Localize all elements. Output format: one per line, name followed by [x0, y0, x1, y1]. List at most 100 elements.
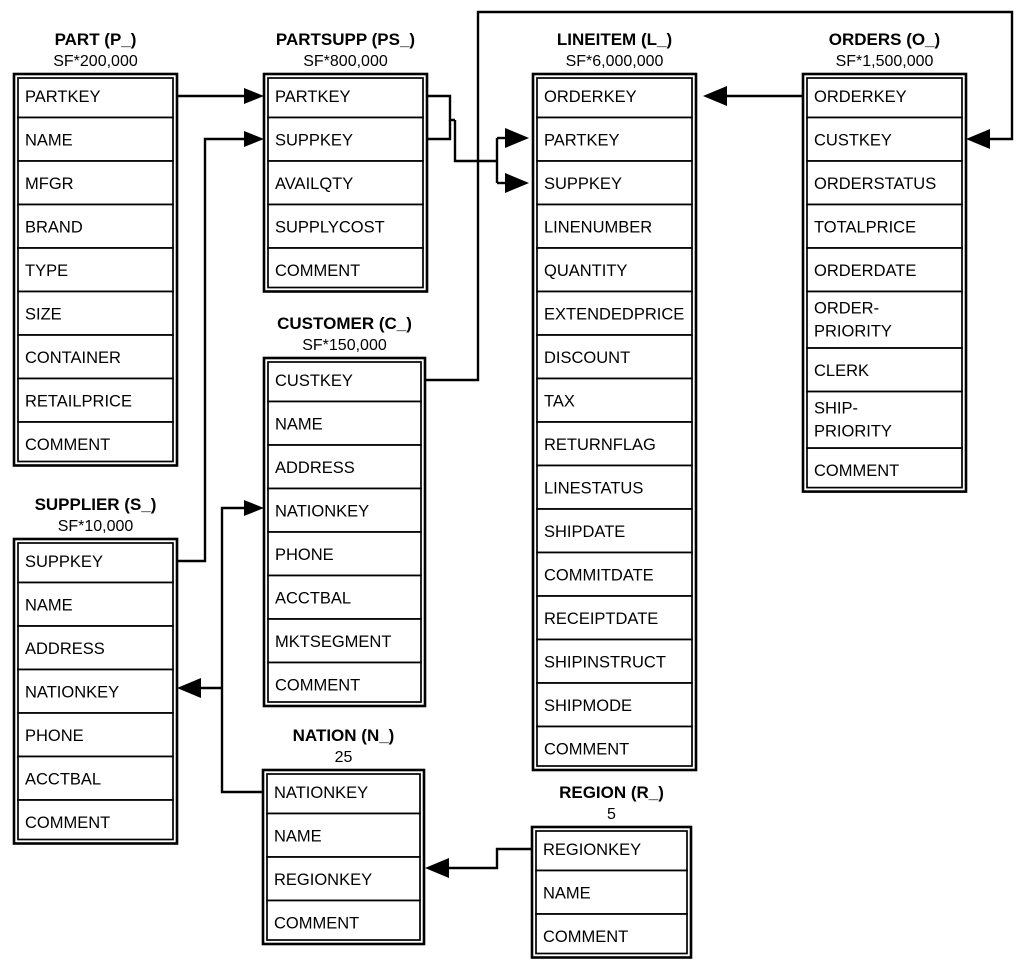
table-part: PART (P_)SF*200,000PARTKEYNAMEMFGRBRANDT… [12, 30, 179, 467]
field-row [536, 682, 693, 728]
field-label: PHONE [25, 727, 84, 745]
field-label: SHIP- [814, 400, 858, 418]
table-lineitem: LINEITEM (L_)SF*6,000,000ORDERKEYPARTKEY… [531, 30, 698, 772]
table-cardinality-customer: SF*150,000 [302, 337, 387, 354]
field-label: ADDRESS [25, 640, 105, 658]
field-label: PARTKEY [275, 88, 351, 106]
field-label: RETURNFLAG [544, 436, 656, 454]
field-row [536, 334, 693, 380]
arrowhead-icon [425, 858, 449, 878]
field-label: ADDRESS [275, 459, 355, 477]
field-label: REGIONKEY [543, 841, 641, 859]
field-row [806, 77, 963, 119]
field-row [536, 77, 693, 119]
field-row [535, 869, 688, 915]
field-row [17, 203, 174, 249]
field-label: ACCTBAL [25, 770, 101, 788]
field-label: COMMENT [814, 462, 899, 480]
field-label: NAME [275, 415, 323, 433]
field-label: DISCOUNT [544, 349, 630, 367]
table-title-part: PART (P_) [55, 30, 137, 49]
field-label: SUPPKEY [25, 553, 103, 571]
field-label: CUSTKEY [275, 372, 353, 390]
field-row [266, 773, 421, 815]
field-label: SIZE [25, 305, 62, 323]
field-label: COMMENT [275, 676, 360, 694]
field-row [17, 377, 174, 423]
field-label: ORDERKEY [814, 88, 907, 106]
field-label: NATIONKEY [25, 683, 119, 701]
table-title-customer: CUSTOMER (C_) [277, 314, 412, 333]
field-label: COMMENT [25, 436, 110, 454]
field-row [267, 247, 424, 289]
field-row [267, 400, 422, 446]
field-row [536, 464, 693, 510]
table-cardinality-nation: 25 [335, 749, 353, 766]
field-label: PARTKEY [544, 131, 620, 149]
field-label: NATIONKEY [275, 502, 369, 520]
field-row [267, 487, 422, 533]
field-label: CONTAINER [25, 349, 121, 367]
field-row [536, 116, 693, 162]
field-row [536, 377, 693, 423]
field-label: AVAILQTY [275, 175, 353, 193]
table-cardinality-part: SF*200,000 [53, 53, 138, 70]
field-row [17, 712, 174, 758]
table-cardinality-supplier: SF*10,000 [58, 518, 134, 535]
arrowhead-icon [703, 86, 727, 106]
table-orders: ORDERS (O_)SF*1,500,000ORDERKEYCUSTKEYOR… [801, 30, 968, 493]
field-label: BRAND [25, 218, 83, 236]
field-label: NAME [25, 596, 73, 614]
table-title-nation: NATION (N_) [293, 726, 395, 745]
connector-partsupp-to-lineitem [427, 94, 529, 193]
field-label: PHONE [275, 546, 334, 564]
field-row [267, 574, 422, 620]
field-row [536, 551, 693, 597]
field-row [17, 421, 174, 463]
field-label: NATIONKEY [274, 784, 368, 802]
table-title-partsupp: PARTSUPP (PS_) [276, 30, 415, 49]
field-label: CUSTKEY [814, 131, 892, 149]
field-row [267, 444, 422, 490]
field-label: ORDERDATE [814, 262, 916, 280]
table-partsupp: PARTSUPP (PS_)SF*800,000PARTKEYSUPPKEYAV… [262, 30, 429, 293]
field-label: ACCTBAL [275, 589, 351, 607]
field-label: TYPE [25, 262, 68, 280]
field-row [17, 247, 174, 293]
field-row [267, 203, 424, 249]
tables-layer: PART (P_)SF*200,000PARTKEYNAMEMFGRBRANDT… [12, 30, 968, 959]
field-label: ORDER- [814, 300, 879, 318]
field-label: LINENUMBER [544, 218, 652, 236]
field-label: COMMENT [25, 814, 110, 832]
connector-customer-to-orders [425, 10, 1014, 382]
arrowhead-icon [244, 500, 264, 516]
table-nation: NATION (N_)25NATIONKEYNAMEREGIONKEYCOMME… [261, 726, 426, 946]
field-row [536, 725, 693, 767]
field-row [536, 247, 693, 293]
field-label: MKTSEGMENT [275, 633, 391, 651]
connector-nation-to-customer-supplier [177, 500, 264, 794]
field-row [536, 203, 693, 249]
table-title-supplier: SUPPLIER (S_) [35, 495, 157, 514]
field-row [267, 160, 424, 206]
table-cardinality-orders: SF*1,500,000 [836, 53, 934, 70]
field-label: SUPPLYCOST [275, 218, 385, 236]
field-row [536, 638, 693, 684]
table-title-lineitem: LINEITEM (L_) [557, 30, 672, 49]
field-row [266, 856, 421, 902]
field-row [806, 390, 963, 449]
field-label: QUANTITY [544, 262, 627, 280]
field-label: NAME [25, 131, 73, 149]
field-label: ORDERSTATUS [814, 175, 936, 193]
field-label: SUPPKEY [275, 131, 353, 149]
connectors-layer [177, 10, 1014, 878]
arrowhead-icon [505, 128, 529, 148]
field-label: SHIPINSTRUCT [544, 653, 666, 671]
field-label: EXTENDEDPRICE [544, 305, 684, 323]
field-row [536, 508, 693, 554]
